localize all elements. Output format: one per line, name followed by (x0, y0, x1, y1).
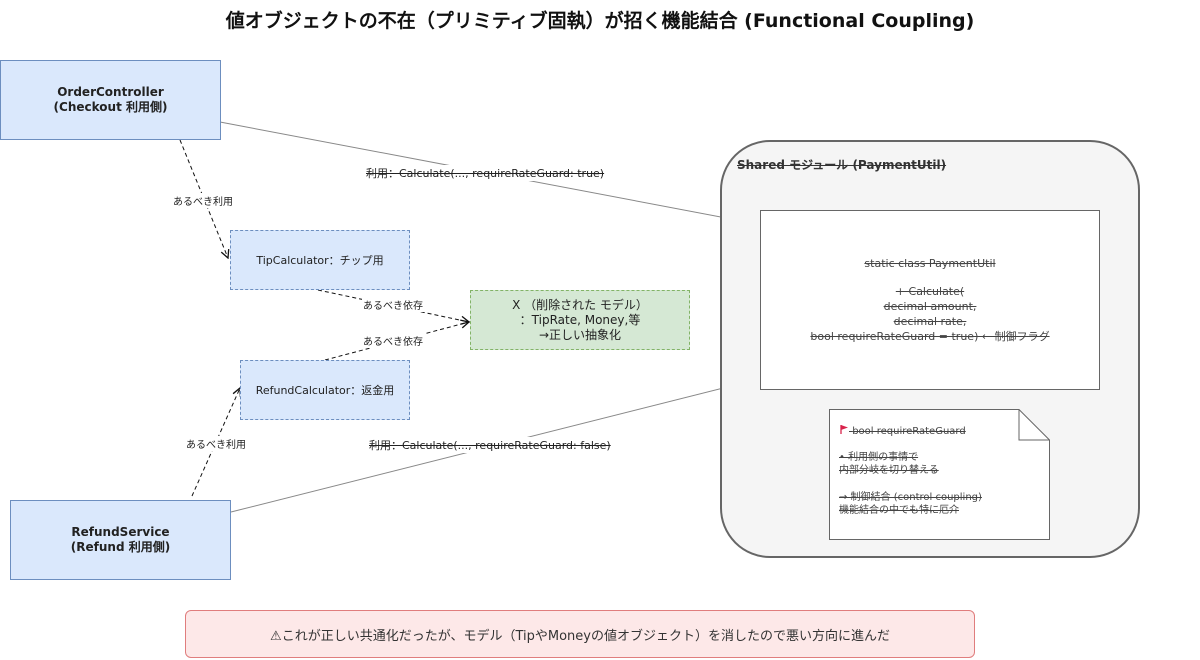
deleted-model-line2: ：TipRate, Money,等 (519, 312, 641, 327)
note-item-1-line1: • 利用側の事情で (839, 452, 919, 463)
refund-service-box: RefundService (Refund 利用側) (10, 500, 231, 580)
note-item-2-line2: 機能結合の中でも特に厄介 (839, 505, 959, 516)
flag-icon (839, 424, 849, 438)
note-flag-text: bool requireRateGuard (852, 426, 966, 437)
refund-service-role: (Refund 利用側) (70, 540, 171, 554)
note-shape (829, 409, 1050, 540)
edge-label-should-use-bottom: あるべき利用 (185, 436, 247, 451)
edge-label-usage-true: 利用：Calculate(..., requireRateGuard: true… (365, 165, 606, 181)
deleted-model-line1: X （削除された モデル） (512, 297, 648, 312)
edge-label-usage-false: 利用：Calculate(..., requireRateGuard: fals… (368, 437, 612, 453)
edge-label-should-depend-bottom: あるべき依存 (362, 333, 424, 348)
warning-text: ⚠これが正しい共通化だったが、モデル（TipやMoneyの値オブジェクト）を消し… (270, 628, 890, 644)
refund-calculator-box: RefundCalculator：返金用 (240, 360, 410, 420)
code-line-4: decimal amount, (883, 300, 977, 313)
order-controller-role: (Checkout 利用側) (53, 100, 168, 114)
edge-refundcalc-to-model (324, 322, 469, 361)
refund-calculator-label: RefundCalculator：返金用 (255, 384, 395, 397)
order-controller-name: OrderController (57, 85, 164, 99)
edge-label-should-depend-top: あるべき依存 (362, 297, 424, 312)
tip-calculator-box: TipCalculator：チップ用 (230, 230, 410, 290)
deleted-model-box: X （削除された モデル） ：TipRate, Money,等 →正しい抽象化 (470, 290, 690, 350)
code-line-5: decimal rate, (893, 315, 967, 328)
order-controller-box: OrderController (Checkout 利用側) (0, 60, 221, 140)
shared-module-label: Shared モジュール (PaymentUtil) (737, 158, 947, 172)
tip-calculator-label: TipCalculator：チップ用 (256, 254, 384, 267)
payment-util-code-box: static class PaymentUtil + Calculate( de… (760, 210, 1100, 390)
warning-banner: ⚠これが正しい共通化だったが、モデル（TipやMoneyの値オブジェクト）を消し… (185, 610, 975, 658)
note-item-2: → 制御結合 (control coupling) 機能結合の中でも特に厄介 (839, 491, 982, 517)
code-line-3: + Calculate( (895, 285, 965, 298)
note-item-1: • 利用側の事情で 内部分岐を切り替える (839, 451, 939, 477)
diagram-title: 値オブジェクトの不在（プリミティブ固執）が招く機能結合 (Functional … (225, 10, 975, 32)
code-line-6: bool requireRateGuard = true) ← 制御フラグ (810, 330, 1050, 343)
code-line-1: static class PaymentUtil (864, 257, 996, 270)
note-item-1-line2: 内部分岐を切り替える (839, 465, 939, 476)
deleted-model-line3: →正しい抽象化 (538, 327, 622, 342)
edge-label-should-use-top: あるべき利用 (172, 193, 234, 208)
note-flag-row: bool requireRateGuard (839, 424, 966, 438)
note-item-2-line1: → 制御結合 (control coupling) (839, 492, 982, 503)
refund-service-name: RefundService (71, 525, 170, 539)
